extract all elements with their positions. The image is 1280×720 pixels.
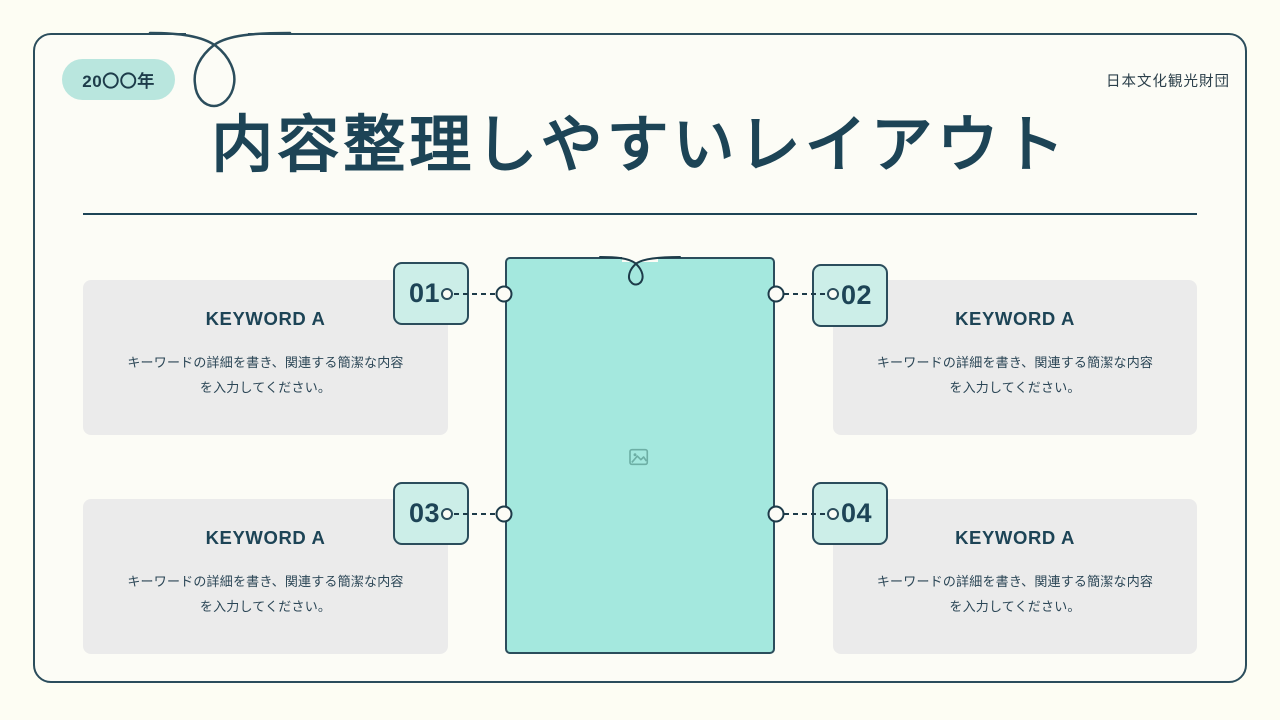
keyword-card[interactable]: KEYWORD A キーワードの詳細を書き、関連する簡潔な内容を入力してください… xyxy=(83,499,448,654)
connector-03 xyxy=(441,505,513,523)
keyword-card[interactable]: KEYWORD A キーワードの詳細を書き、関連する簡潔な内容を入力してください… xyxy=(833,499,1197,654)
panel-loop-icon xyxy=(599,256,681,286)
keyword-card-body: キーワードの詳細を書き、関連する簡潔な内容を入力してください。 xyxy=(876,574,1154,615)
year-badge-label: 20〇〇年 xyxy=(82,72,155,91)
decorative-loop-icon xyxy=(148,31,292,108)
number-badge-label: 01 xyxy=(409,278,441,308)
number-badge-label: 02 xyxy=(840,280,872,310)
panel-border-gap xyxy=(622,252,658,262)
number-badge-02[interactable]: 02 xyxy=(812,264,888,327)
keyword-card-title: KEYWORD A xyxy=(955,527,1075,548)
keyword-card-title: KEYWORD A xyxy=(205,527,326,548)
number-badge-label: 03 xyxy=(409,498,441,528)
keyword-card-title: KEYWORD A xyxy=(955,308,1075,329)
number-badge-label: 04 xyxy=(840,498,872,528)
keyword-card-body: キーワードの詳細を書き、関連する簡潔な内容を入力してください。 xyxy=(127,574,404,615)
keyword-card-body: キーワードの詳細を書き、関連する簡潔な内容を入力してください。 xyxy=(876,355,1154,396)
organization-name: 日本文化観光財団 xyxy=(1106,74,1230,90)
connector-04 xyxy=(767,505,839,523)
image-placeholder-icon xyxy=(629,448,649,466)
connector-02 xyxy=(767,285,839,303)
keyword-card-body: キーワードの詳細を書き、関連する簡潔な内容を入力してください。 xyxy=(127,355,404,396)
page-title: 内容整理しやすいレイアウト xyxy=(211,111,1069,180)
keyword-card-title: KEYWORD A xyxy=(205,308,326,329)
year-badge[interactable]: 20〇〇年 xyxy=(62,59,175,100)
keyword-card[interactable]: KEYWORD A キーワードの詳細を書き、関連する簡潔な内容を入力してください… xyxy=(833,280,1197,435)
title-divider xyxy=(83,213,1197,215)
connector-01 xyxy=(441,285,513,303)
keyword-card[interactable]: KEYWORD A キーワードの詳細を書き、関連する簡潔な内容を入力してください… xyxy=(83,280,448,435)
